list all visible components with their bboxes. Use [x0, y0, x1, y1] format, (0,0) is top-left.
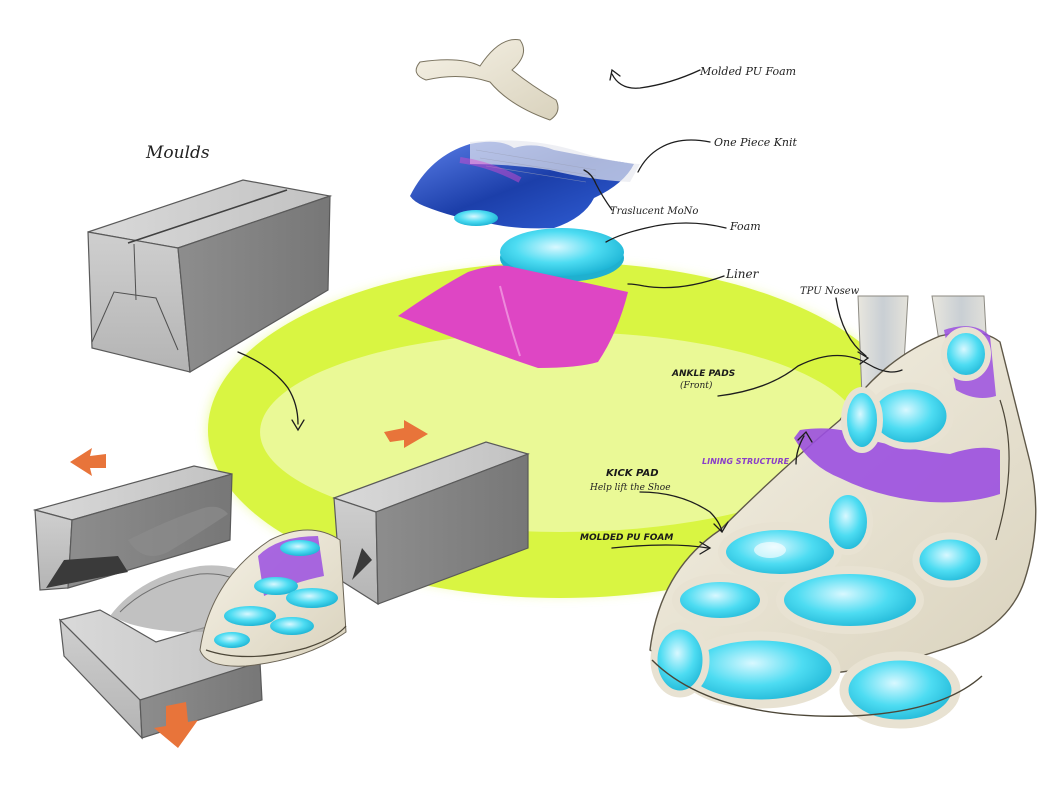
label-tpu-nosew: TPU Nosew	[800, 286, 860, 297]
arrow-right-icon	[384, 420, 428, 448]
large-shoe-render	[649, 295, 1037, 729]
label-molded-pu-foam-bottom: MOLDED PU FOAM	[580, 533, 673, 543]
label-ankle-pads: ANKLE PADS	[671, 369, 735, 379]
label-foam: Foam	[729, 220, 761, 233]
moulds-title: Moulds	[145, 143, 210, 163]
small-shoe-render	[199, 529, 347, 667]
label-kick-pad: KICK PAD	[606, 468, 659, 479]
annotation-labels: Moulds Molded PU Foam One Piece Knit Tra…	[145, 65, 860, 543]
annotation-leaders	[583, 68, 903, 555]
label-liner: Liner	[725, 267, 760, 281]
mould-block-large	[87, 179, 333, 373]
arrow-down-icon	[154, 702, 198, 748]
label-ankle-pads-front: (Front)	[680, 380, 713, 391]
foam-pad-layer	[500, 228, 624, 282]
label-translucent-mono: Traslucent MoNo	[610, 206, 698, 217]
mould-block-center	[332, 441, 530, 606]
mould-block-open-top	[32, 465, 233, 591]
label-lining-structure: LINING STRUCTURE	[702, 457, 790, 466]
label-molded-pu-foam-top: Molded PU Foam	[699, 65, 796, 78]
molded-pu-foam-layer	[415, 39, 559, 121]
label-one-piece-knit: One Piece Knit	[714, 136, 798, 149]
arrow-left-icon	[70, 448, 106, 476]
one-piece-knit-layer	[410, 140, 640, 229]
curved-arrow-icon	[237, 351, 305, 432]
liner-layer	[398, 265, 628, 368]
label-kick-pad-sub: Help lift the Shoe	[589, 483, 671, 493]
